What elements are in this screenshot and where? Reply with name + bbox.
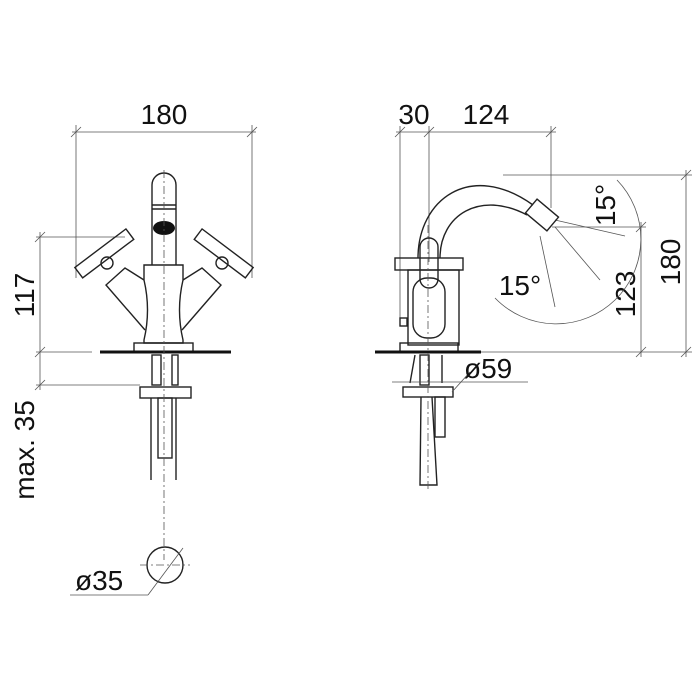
front-faucet bbox=[73, 170, 255, 560]
reach-label: 124 bbox=[463, 99, 510, 130]
width-label: 180 bbox=[141, 99, 188, 130]
hole-label: ø35 bbox=[75, 565, 123, 596]
outlet-height-label: 123 bbox=[610, 271, 641, 318]
rosette-label: ø59 bbox=[464, 353, 512, 384]
hole-detail: ø35 bbox=[70, 546, 190, 596]
spray-angle: 15° 15° bbox=[494, 179, 642, 325]
top-dimensions: 30 124 bbox=[394, 99, 557, 322]
height-dimension: 117 max. 35 bbox=[9, 231, 140, 500]
below-label: max. 35 bbox=[9, 400, 40, 500]
front-view: 180 117 max. 35 bbox=[9, 99, 258, 596]
side-view: 30 124 180 123 15° 15° bbox=[375, 99, 692, 490]
height-dimensions: 180 123 bbox=[480, 169, 692, 358]
side-faucet: ø59 bbox=[375, 185, 560, 490]
height-label: 117 bbox=[9, 273, 40, 318]
offset-label: 30 bbox=[398, 99, 429, 130]
angle-up-label: 15° bbox=[590, 184, 621, 226]
total-height-label: 180 bbox=[655, 239, 686, 286]
width-dimension: 180 bbox=[70, 99, 258, 278]
angle-down-label: 15° bbox=[499, 270, 541, 301]
aerator bbox=[153, 221, 175, 235]
